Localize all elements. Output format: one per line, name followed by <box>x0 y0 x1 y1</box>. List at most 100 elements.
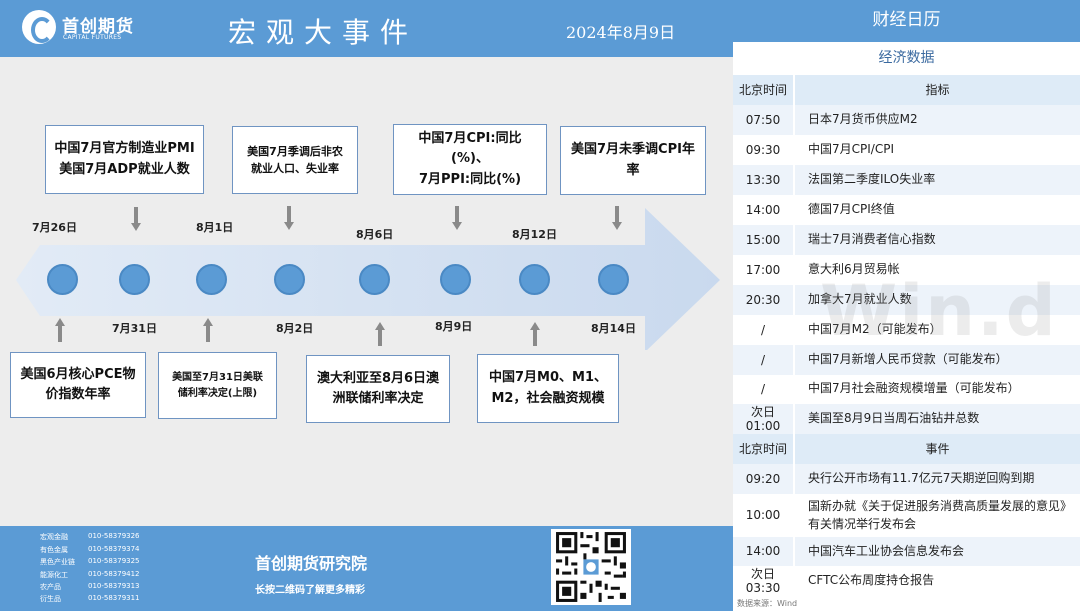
row-time: 17:00 <box>745 262 781 277</box>
watermark: Win.d <box>820 270 1058 352</box>
event-text: 美国6月核心PCE物 价指数年率 <box>20 366 136 402</box>
timeline-date: 8月14日 <box>591 322 636 335</box>
row-indicator: 中国7月新增人民币贷款（可能发布） <box>808 352 1008 367</box>
row-time: 20:30 <box>745 292 781 307</box>
col-time-header: 北京时间 <box>738 83 787 97</box>
contact-dept: 能源化工 <box>40 571 68 579</box>
contact-item: 宏观金融 010-58379326 <box>40 532 140 542</box>
contact-phone: 010-58379374 <box>88 545 140 553</box>
event-box: 中国7月CPI:同比(%)、 7月PPI:同比(%) <box>393 124 547 195</box>
row-time: 10:00 <box>745 508 781 523</box>
event-text: 中国7月M0、M1、 M2，社会融资规模 <box>488 370 607 406</box>
timeline-date: 7月31日 <box>112 322 157 335</box>
econ-row: 13:30 法国第二季度ILO失业率 <box>733 165 1080 195</box>
event-box: 美国至7月31日美联 储利率决定(上限) <box>158 352 277 419</box>
timeline-date: 8月12日 <box>512 228 557 241</box>
event-row: 09:20 央行公开市场有11.7亿元7天期逆回购到期 <box>733 464 1080 494</box>
row-time: 14:00 <box>745 544 781 559</box>
contact-item: 衍生品 010-58379311 <box>40 594 140 604</box>
row-indicator: 中国7月M2（可能发布） <box>808 322 942 337</box>
timeline-date: 8月1日 <box>196 221 234 234</box>
timeline-node <box>440 264 471 295</box>
contact-phone: 010-58379311 <box>88 594 140 602</box>
econ-row: 17:00 意大利6月贸易帐 <box>733 255 1080 285</box>
timeline-date: 7月26日 <box>32 221 77 234</box>
logo-subtext: CAPITAL FUTURES <box>63 34 122 41</box>
qr-hint: 长按二维码了解更多精彩 <box>255 585 365 596</box>
calendar-title: 财经日历 <box>733 0 1080 42</box>
finance-calendar-panel: 财经日历 经济数据 北京时间 指标 北京时间 事件 07:50 日本7月货币供应M… <box>733 0 1080 611</box>
contact-phone: 010-58379326 <box>88 532 140 540</box>
row-indicator: 法国第二季度ILO失业率 <box>808 172 936 187</box>
row-time: 次日 03:30 <box>745 566 781 595</box>
col-indicator-header: 指标 <box>925 83 950 97</box>
event-text: 美国7月未季调CPI年 率 <box>571 142 695 178</box>
timeline-node <box>196 264 227 295</box>
event-text: 美国7月季调后非农 就业人口、失业率 <box>247 144 343 175</box>
row-indicator: 日本7月货币供应M2 <box>808 112 918 127</box>
event-box: 中国7月官方制造业PMI 美国7月ADP就业人数 <box>45 125 204 194</box>
row-indicator: 瑞士7月消费者信心指数 <box>808 232 936 247</box>
event-row: 10:00 国新办就《关于促进服务消费高质量发展的意见》有关情况举行发布会 <box>733 494 1080 537</box>
contact-dept: 宏观金融 <box>40 533 68 541</box>
logo-text: 首创期货 <box>62 17 134 37</box>
row-event: 央行公开市场有11.7亿元7天期逆回购到期 <box>808 471 1035 486</box>
row-time: / <box>760 352 766 367</box>
row-indicator: 美国至8月9日当周石油钻井总数 <box>808 411 980 426</box>
event-row: 14:00 中国汽车工业协会信息发布会 <box>733 537 1080 566</box>
event-text: 澳大利亚至8月6日澳 洲联储利率决定 <box>316 370 440 406</box>
contact-dept: 衍生品 <box>40 595 61 603</box>
row-indicator: 意大利6月贸易帐 <box>808 262 900 277</box>
page-title: 宏观大事件 <box>228 16 419 49</box>
timeline-node <box>274 264 305 295</box>
row-indicator: 中国7月社会融资规模增量（可能发布） <box>808 381 1020 396</box>
econ-section-title: 经济数据 <box>878 50 935 66</box>
timeline-date: 8月6日 <box>356 228 394 241</box>
contact-item: 黑色产业链 010-58379325 <box>40 557 140 567</box>
timeline-node <box>598 264 629 295</box>
row-event: 国新办就《关于促进服务消费高质量发展的意见》有关情况举行发布会 <box>808 499 1073 531</box>
event-text: 美国至7月31日美联 储利率决定(上限) <box>172 372 263 399</box>
econ-row: / 中国7月M2（可能发布） <box>733 315 1080 345</box>
econ-row: / 中国7月新增人民币贷款（可能发布） <box>733 345 1080 375</box>
econ-row: 15:00 瑞士7月消费者信心指数 <box>733 225 1080 255</box>
timeline-node <box>519 264 550 295</box>
timeline-node <box>119 264 150 295</box>
econ-row: / 中国7月社会融资规模增量（可能发布） <box>733 374 1080 404</box>
timeline-date: 8月9日 <box>435 320 473 333</box>
contact-phone: 010-58379412 <box>88 570 140 578</box>
page-date: 2024年8月9日 <box>566 23 676 42</box>
timeline-node <box>47 264 78 295</box>
contact-dept: 黑色产业链 <box>40 558 75 566</box>
qr-code-icon[interactable] <box>551 529 631 605</box>
institute-name: 首创期货研究院 <box>255 554 368 573</box>
row-indicator: 德国7月CPI终值 <box>808 202 895 217</box>
row-time: 13:30 <box>745 172 781 187</box>
row-time: 15:00 <box>745 232 781 247</box>
event-box: 美国7月季调后非农 就业人口、失业率 <box>232 126 358 194</box>
contact-dept: 农产品 <box>40 583 61 591</box>
macro-events-panel: 首创期货 CAPITAL FUTURES 宏观大事件 2024年8月9日 7月2… <box>0 0 733 611</box>
event-text: 中国7月CPI:同比(%)、 7月PPI:同比(%) <box>418 131 522 187</box>
event-box: 美国7月未季调CPI年 率 <box>560 126 706 195</box>
col-time-header: 北京时间 <box>738 442 787 456</box>
data-source: 数据来源：Wind <box>737 599 798 608</box>
contact-dept: 有色金属 <box>40 546 68 554</box>
col-event-header: 事件 <box>925 442 950 456</box>
timeline-node <box>359 264 390 295</box>
econ-table-header: 北京时间 指标 <box>733 75 1080 105</box>
contact-phone: 010-58379325 <box>88 557 140 565</box>
event-table-header: 北京时间 事件 <box>733 434 1080 464</box>
row-time: 07:50 <box>745 112 781 127</box>
row-event: 中国汽车工业协会信息发布会 <box>808 543 965 558</box>
row-time: / <box>760 322 766 337</box>
header-bar: 首创期货 CAPITAL FUTURES 宏观大事件 2024年8月9日 <box>0 0 733 57</box>
timeline-date: 8月2日 <box>276 322 314 335</box>
event-box: 美国6月核心PCE物 价指数年率 <box>10 352 146 418</box>
row-time: 09:20 <box>745 471 781 486</box>
row-time: / <box>760 381 766 396</box>
